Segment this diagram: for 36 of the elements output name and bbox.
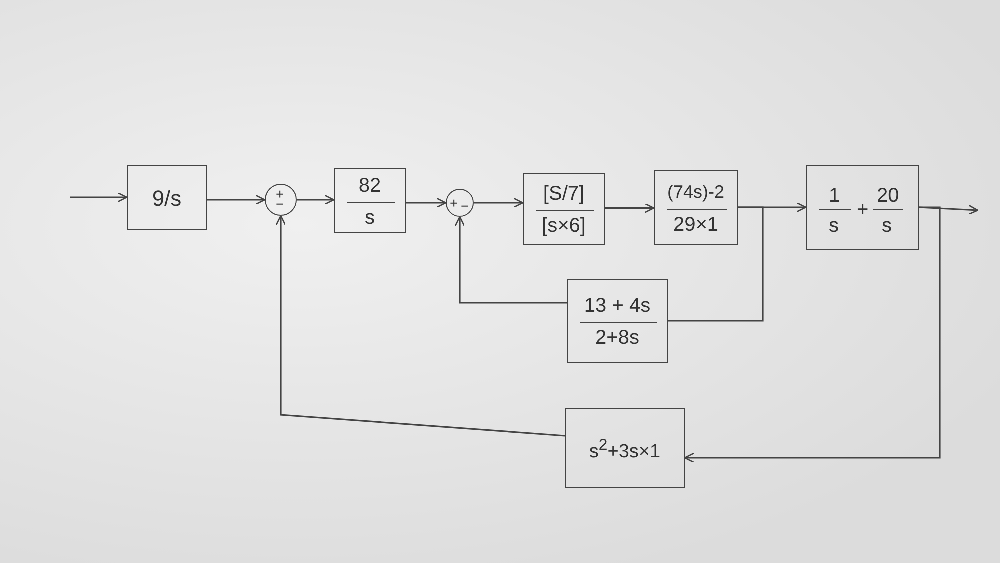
expression-text: + bbox=[857, 200, 869, 220]
expression-text: 2+8s bbox=[594, 328, 640, 348]
transfer-function-block bbox=[565, 408, 685, 488]
signal-arrow bbox=[605, 203, 655, 214]
expression-text: [s×6] bbox=[541, 216, 587, 236]
expression-text: [S/7] bbox=[542, 184, 586, 204]
signal-arrow bbox=[684, 206, 941, 464]
expression-text: (74s)-2 bbox=[666, 182, 726, 200]
transfer-function-block bbox=[567, 279, 668, 363]
transfer-function-block bbox=[334, 168, 406, 233]
expression-text: 1 bbox=[829, 186, 840, 206]
expression-text: s bbox=[882, 216, 892, 236]
expression-text: 9/s bbox=[151, 188, 183, 210]
signal-line bbox=[668, 206, 764, 322]
expression-text: 82 bbox=[358, 176, 382, 196]
expression-text: 20 bbox=[877, 186, 900, 206]
signal-arrow bbox=[454, 216, 567, 304]
signal-arrow bbox=[297, 194, 335, 206]
transfer-function-block bbox=[127, 165, 207, 230]
summing-junction bbox=[446, 189, 474, 217]
transfer-function-block bbox=[806, 165, 919, 250]
expression-text: 29×1 bbox=[672, 214, 720, 234]
summing-junction bbox=[265, 184, 297, 216]
expression-text: s bbox=[364, 208, 376, 228]
transfer-function-block bbox=[523, 173, 605, 245]
expression-text: s$^{2}$+3s×1 bbox=[588, 438, 662, 462]
transfer-function-block bbox=[654, 170, 738, 245]
signal-arrow bbox=[207, 194, 266, 206]
expression-text: + bbox=[450, 196, 458, 210]
expression-text: − bbox=[461, 199, 470, 213]
signal-arrow bbox=[70, 192, 128, 203]
signal-arrow bbox=[406, 198, 447, 208]
signal-arrow bbox=[474, 198, 524, 208]
signal-arrow bbox=[276, 215, 566, 437]
expression-text: s bbox=[829, 216, 839, 236]
expression-text: 13 + 4s bbox=[583, 296, 652, 316]
